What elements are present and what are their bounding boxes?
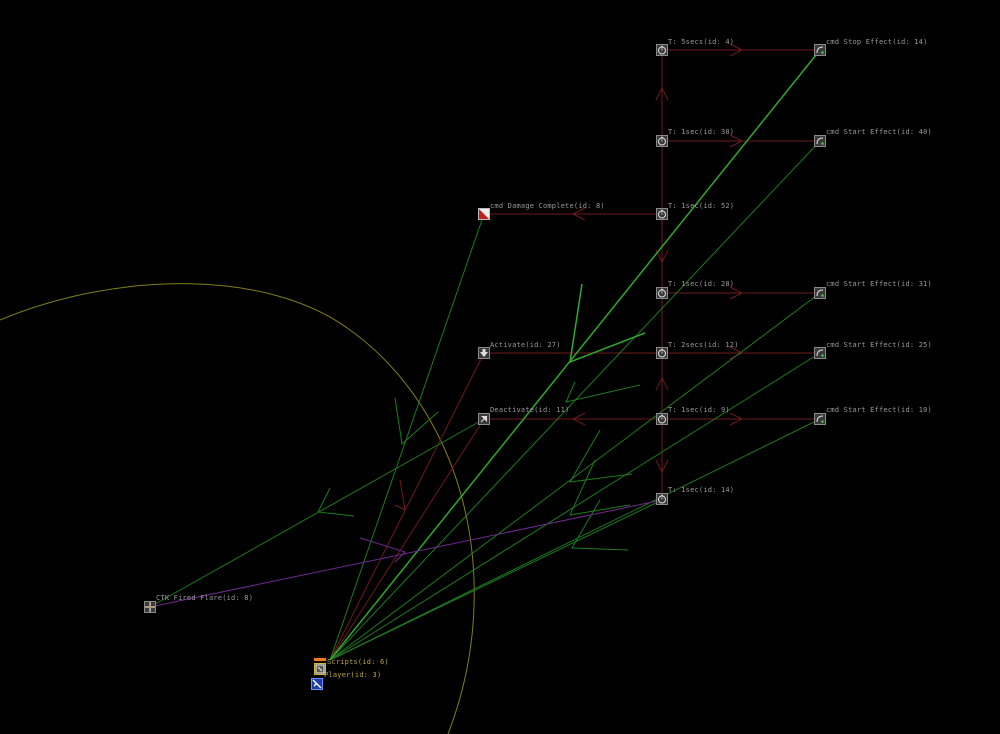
timer-label-28: T: 1sec(id: 28): [668, 280, 735, 288]
start-effect-label-31: cmd Start Effect(id: 31): [826, 280, 932, 288]
clock-icon: [658, 209, 666, 219]
clock-icon: [658, 348, 666, 358]
down-arrow-icon: [480, 349, 488, 357]
start-effect-label-40: cmd Start Effect(id: 40): [826, 128, 932, 136]
ctk-fired-flare-label: CTK Fired Flare(id: 8): [156, 594, 254, 602]
effect-icon: [816, 137, 824, 145]
effect-icon: [816, 289, 824, 297]
clock-icon: [658, 414, 666, 424]
effect-edges: [149, 140, 821, 661]
timer-node-14[interactable]: [656, 493, 668, 505]
ctk-edge: [149, 499, 663, 608]
range-circle: [0, 283, 475, 734]
start-effect-node-40[interactable]: [814, 135, 826, 147]
stop-effect-label: cmd Stop Effect(id: 14): [826, 38, 928, 46]
clock-icon: [658, 45, 666, 55]
timer-label-9: T: 1sec(id: 9): [668, 406, 730, 414]
start-effect-node-25[interactable]: [814, 347, 826, 359]
scripts-header-bar: [314, 658, 326, 661]
timer-edges: [329, 43, 820, 661]
start-effect-node-10[interactable]: [814, 413, 826, 425]
deactivate-icon: [480, 415, 488, 423]
timer-node-52[interactable]: [656, 208, 668, 220]
clock-icon: [658, 288, 666, 298]
timer-label-38: T: 1sec(id: 38): [668, 128, 735, 136]
start-effect-label-25: cmd Start Effect(id: 25): [826, 341, 932, 349]
damage-icon: [479, 209, 489, 219]
timer-label-52: T: 1sec(id: 52): [668, 202, 735, 210]
clock-icon: [658, 136, 666, 146]
start-effect-node-31[interactable]: [814, 287, 826, 299]
start-effect-label-10: cmd Start Effect(id: 10): [826, 406, 932, 414]
timer-label-4: T: 5secs(id: 4): [668, 38, 735, 46]
ctk-fired-flare-node[interactable]: [144, 601, 156, 613]
stop-effect-edge: [329, 49, 821, 661]
script-icon: [315, 664, 325, 674]
effect-icon: [816, 349, 824, 357]
player-label: Player(id: 3): [324, 671, 382, 679]
deactivate-node[interactable]: [478, 413, 490, 425]
timer-node-28[interactable]: [656, 287, 668, 299]
timer-node-38[interactable]: [656, 135, 668, 147]
deactivate-label: Deactivate(id: 11): [490, 406, 570, 414]
activate-label: Activate(id: 27): [490, 341, 561, 349]
timer-node-4[interactable]: [656, 44, 668, 56]
clock-icon: [658, 494, 666, 504]
player-node[interactable]: [311, 678, 323, 690]
effect-icon: [816, 415, 824, 423]
scripts-node[interactable]: [314, 663, 326, 675]
flare-icon: [145, 602, 155, 612]
timer-node-12[interactable]: [656, 347, 668, 359]
damage-complete-label: cmd Damage Complete(id: 8): [490, 202, 605, 210]
timer-label-12: T: 2secs(id: 12): [668, 341, 739, 349]
effect-icon: [816, 46, 824, 54]
player-icon: [312, 679, 322, 689]
stop-effect-node[interactable]: [814, 44, 826, 56]
scripts-label: Scripts(id: 6): [327, 658, 389, 666]
damage-complete-node[interactable]: [478, 208, 490, 220]
timer-node-9[interactable]: [656, 413, 668, 425]
activate-node[interactable]: [478, 347, 490, 359]
timer-label-14: T: 1sec(id: 14): [668, 486, 735, 494]
